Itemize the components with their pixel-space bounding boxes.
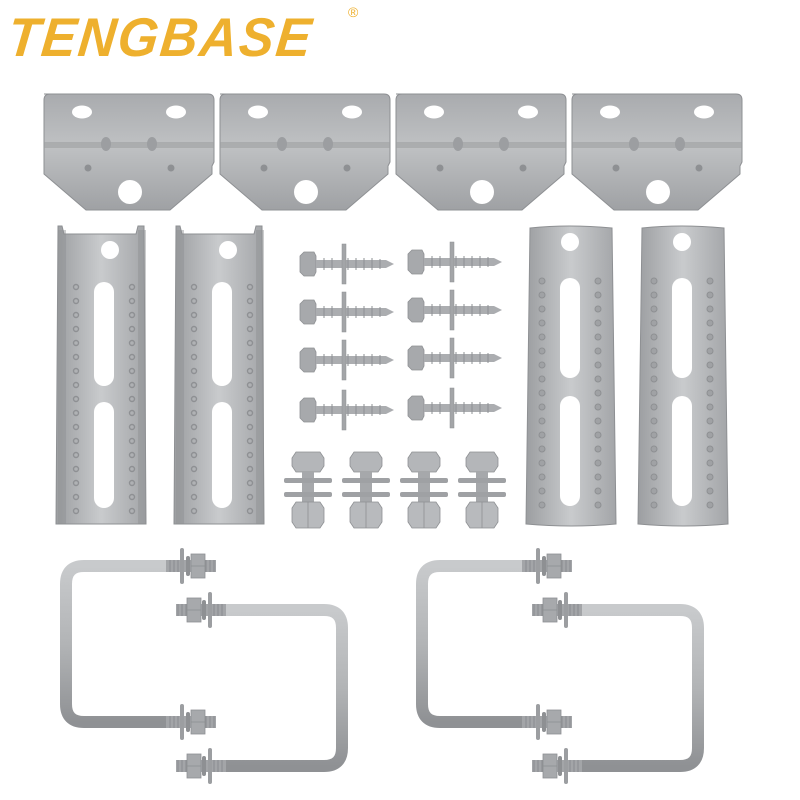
bolt-nut-sets bbox=[283, 451, 507, 529]
channel-bracket-open bbox=[55, 225, 147, 525]
u-bolt-pair-left bbox=[66, 548, 342, 784]
angle-bracket bbox=[43, 93, 215, 211]
registered-mark: ® bbox=[348, 4, 359, 20]
angle-bracket bbox=[571, 93, 743, 211]
angle-bracket bbox=[219, 93, 391, 211]
u-bolt-pair-right bbox=[422, 548, 698, 784]
angle-bracket bbox=[395, 93, 567, 211]
channel-bracket-open bbox=[173, 225, 265, 525]
channel-bracket-flat bbox=[525, 225, 617, 527]
channel-bracket-flat bbox=[637, 225, 729, 527]
lag-screws bbox=[299, 241, 503, 431]
